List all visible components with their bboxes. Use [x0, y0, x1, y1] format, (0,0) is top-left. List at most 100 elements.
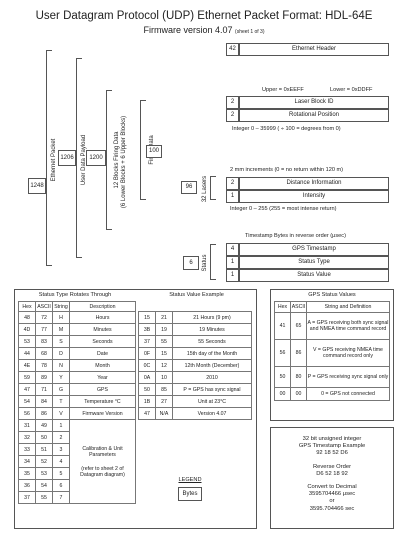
- cell: 19: [155, 323, 173, 336]
- cell: 00: [274, 387, 291, 401]
- cell: Temperature °C: [69, 395, 136, 408]
- cell: 4: [52, 455, 70, 468]
- firmware-version: Firmware version 4.07 (sheet 1 of 3): [0, 25, 408, 38]
- cell: Hours: [69, 311, 136, 324]
- status-type-title: Status Type Rotates Through: [38, 292, 112, 298]
- blocks-size: 1200: [86, 150, 106, 166]
- cell: 5: [52, 467, 70, 480]
- gps-example-l1: 32 bit unsigned integer: [302, 436, 362, 442]
- cell: A = GPS receiving both sync signal and N…: [306, 312, 390, 340]
- gps-example-panel: 32 bit unsigned integer GPS Timestamp Ex…: [270, 427, 394, 529]
- cell: N/A: [155, 407, 173, 420]
- cell: 48: [18, 311, 36, 324]
- calibration-refer: (refer to sheet 2 of Datagram diagram): [80, 465, 125, 478]
- cell: 50: [35, 431, 53, 444]
- cell: 12th Month (December): [172, 359, 252, 372]
- cell: 53: [35, 467, 53, 480]
- cell: 44: [18, 347, 36, 360]
- cell: 2: [52, 431, 70, 444]
- laser-block-field: Laser Block ID: [239, 96, 389, 109]
- cell: 37: [138, 335, 156, 348]
- cell: 21: [155, 311, 173, 324]
- cell: Minutes: [69, 323, 136, 336]
- cell: Seconds: [69, 335, 136, 348]
- cell: V = GPS receiving NMEA time command reco…: [306, 339, 390, 367]
- cell: 10: [155, 371, 173, 384]
- gps-timestamp-field: GPS Timestamp: [239, 243, 389, 256]
- cell: 54: [35, 479, 53, 492]
- cell: 12: [155, 359, 173, 372]
- cell: 37: [18, 491, 36, 504]
- cell: 31: [18, 419, 36, 432]
- cell: 54: [18, 395, 36, 408]
- cell: 41: [274, 312, 291, 340]
- timestamp-note: Timestamp Bytes in reverse order (μsec): [245, 233, 346, 239]
- cell: 15: [155, 347, 173, 360]
- distance-note: 2 mm increments (0 = no return within 12…: [230, 167, 344, 173]
- rotational-note: Integer 0 – 35999 ( ÷ 100 = degrees from…: [232, 126, 341, 132]
- cell: 53: [18, 335, 36, 348]
- cell: T: [52, 395, 70, 408]
- cell: 32: [18, 431, 36, 444]
- cell: 77: [35, 323, 53, 336]
- cell: 65: [290, 312, 307, 340]
- gps-timestamp-size: 4: [226, 243, 239, 256]
- col-description: Description: [69, 301, 136, 312]
- cell: 78: [35, 359, 53, 372]
- cell: 6: [52, 479, 70, 492]
- cell: 15th day of the Month: [172, 347, 252, 360]
- cell: 71: [35, 383, 53, 396]
- laser-block-size: 2: [226, 96, 239, 109]
- cell: D: [52, 347, 70, 360]
- cell: 56: [18, 407, 36, 420]
- cell: 0 = GPS not connected: [306, 387, 390, 401]
- intensity-size: 1: [226, 190, 239, 203]
- cell: 4D: [18, 323, 36, 336]
- status-label: Status: [202, 254, 208, 272]
- cell: 0F: [138, 347, 156, 360]
- cell: 33: [18, 443, 36, 456]
- gps-example-l2: GPS Timestamp Example: [298, 443, 366, 450]
- gps-example-l4: Reverse Order: [312, 463, 351, 470]
- cell: 36: [18, 479, 36, 492]
- upper-note: Upper = 0xEEFF: [262, 87, 304, 93]
- cell: 55: [35, 491, 53, 504]
- cell: 52: [35, 455, 53, 468]
- col-definition: String and Definition: [306, 301, 390, 313]
- col-hex: Hex: [18, 301, 36, 312]
- eth-header-size: 42: [226, 43, 239, 56]
- cell: 15: [138, 311, 156, 324]
- cell: Unit at 23°C: [172, 395, 252, 408]
- col-string: String: [52, 301, 70, 312]
- ethernet-bracket: [46, 50, 52, 266]
- cell: 68: [35, 347, 53, 360]
- status-type-header-row: Hex ASCII String Description: [18, 301, 136, 312]
- gps-header-row: Hex ASCII String and Definition: [274, 301, 390, 313]
- intensity-note: Integer 0 – 255 (255 = most intense retu…: [230, 206, 337, 212]
- distance-size: 2: [226, 177, 239, 190]
- cell: 89: [35, 371, 53, 384]
- legend-bytes-box: Bytes: [178, 487, 202, 501]
- col-ascii: ASCII: [290, 301, 307, 313]
- lasers-bracket: [210, 176, 216, 200]
- cell: 85: [155, 383, 173, 396]
- cell: 55 Seconds: [172, 335, 252, 348]
- cell: P = GPS receiving sync signal only: [306, 366, 390, 388]
- status-size: 6: [183, 256, 199, 270]
- ethernet-packet-size: 1248: [28, 178, 46, 194]
- cell: 83: [35, 335, 53, 348]
- cell: 49: [35, 419, 53, 432]
- cell: 19 Minutes: [172, 323, 252, 336]
- status-type-field: Status Type: [239, 256, 389, 269]
- lasers-size: 96: [181, 181, 197, 194]
